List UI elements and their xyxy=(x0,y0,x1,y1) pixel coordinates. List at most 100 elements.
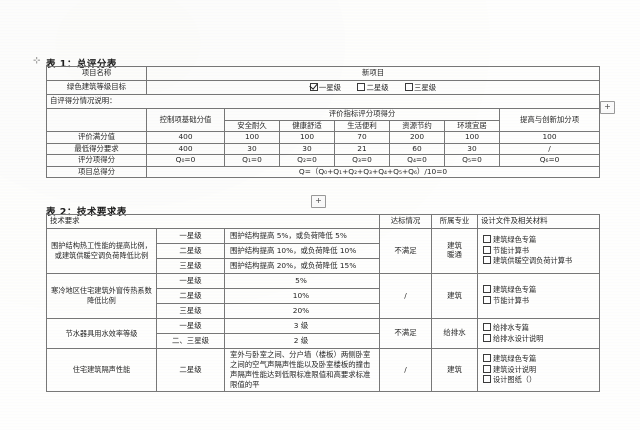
cell-control-base: 400 xyxy=(146,142,225,156)
req-desc: 10% xyxy=(224,288,380,304)
row-label-item-score: 评分项得分 xyxy=(46,154,147,167)
material-item[interactable]: 建筑绿色专篇 xyxy=(483,285,597,296)
material-item[interactable]: 节能计算书 xyxy=(483,245,597,257)
cell-value: 100 xyxy=(279,131,335,144)
checkbox-icon[interactable] xyxy=(483,296,491,304)
star-level: 一星级 xyxy=(156,228,225,244)
checkbox-icon[interactable] xyxy=(483,322,491,331)
material-label: 给排水设计说明 xyxy=(493,333,544,343)
grade-option-label: 三星级 xyxy=(413,82,437,92)
table-row: 最低得分要求 400 30 30 21 60 30 / xyxy=(46,142,601,156)
cell-value: 100 xyxy=(224,131,280,144)
major-value: 建筑 暖通 xyxy=(431,228,478,274)
cell-value: 70 xyxy=(334,131,390,144)
material-item[interactable]: 建筑绿色专篇 xyxy=(483,353,597,365)
checkbox-icon[interactable] xyxy=(483,234,491,243)
cell-value: 30 xyxy=(224,142,280,156)
material-item[interactable]: 节能计算书 xyxy=(483,296,597,307)
checkbox-icon[interactable] xyxy=(483,353,491,362)
material-label: 建筑绿色专篇 xyxy=(493,285,537,295)
row-label-full-score: 评价满分值 xyxy=(46,131,147,144)
material-label: 节能计算书 xyxy=(493,245,529,255)
star-level: 二星级 xyxy=(156,243,225,259)
star-level: 一星级 xyxy=(156,318,225,334)
cell-value: 21 xyxy=(334,142,390,156)
checkbox-icon[interactable] xyxy=(483,364,491,373)
table-move-handle-middle[interactable]: + xyxy=(311,195,326,208)
material-item[interactable]: 建筑绿色专篇 xyxy=(483,234,597,246)
header-major: 所属专业 xyxy=(431,214,478,229)
grade-option-one-star[interactable]: 一星级 xyxy=(309,82,342,92)
checkbox-checked-icon[interactable] xyxy=(309,82,318,91)
cell-bonus: / xyxy=(498,142,601,156)
cell-value: Q₂=0 xyxy=(279,154,335,167)
checkbox-icon[interactable] xyxy=(483,285,491,294)
table-move-handle-top[interactable]: + xyxy=(600,101,615,114)
table-anchor-icon: ⊹ xyxy=(33,56,41,66)
table-row: 评价满分值 400 100 100 70 200 100 100 xyxy=(46,131,601,144)
material-item[interactable]: 建筑供暖空调负荷计算书 xyxy=(483,256,597,267)
cell-control-base: 400 xyxy=(146,131,225,144)
grade-goal-label: 绿色建筑等级目标 xyxy=(46,80,147,95)
cell-value: Q₅=0 xyxy=(444,154,500,167)
star-level: 一星级 xyxy=(156,273,225,289)
project-name-value: 新项目 xyxy=(145,66,601,81)
star-level: 二星级 xyxy=(156,348,225,392)
req-name-water-efficiency: 节水器具用水效率等级 xyxy=(46,318,157,349)
material-item[interactable]: 设计图纸（） xyxy=(483,375,597,386)
table-header-row: 技术要求 达标情况 所属专业 设计文件及相关材料 xyxy=(46,214,600,229)
cell-control-base: Q₀=0 xyxy=(146,154,225,167)
cell-bonus: Q₆=0 xyxy=(498,154,601,167)
req-desc: 围护结构提高 20%，或负荷降低 15% xyxy=(224,258,380,274)
table-row: 评分项得分 Q₀=0 Q₁=0 Q₂=0 Q₃=0 Q₄=0 Q₅=0 Q₆=0 xyxy=(46,154,601,167)
major-value: 给排水 xyxy=(431,318,478,349)
self-eval-note: 自评得分情况说明： xyxy=(45,94,601,109)
row-label-min-score: 最低得分要求 xyxy=(46,142,147,156)
table-row: 寒冷地区住宅建筑外窗传热系数降低比例 一星级 5% / 建筑 建筑绿色专篇 节能… xyxy=(46,273,600,319)
material-item[interactable]: 给排水设计说明 xyxy=(483,333,597,345)
checkbox-icon[interactable] xyxy=(483,375,491,384)
checkbox-icon[interactable] xyxy=(404,82,413,91)
major-line: 暖通 xyxy=(447,250,462,259)
req-desc: 室外与卧室之间、分户墙（楼板）两侧卧室之间的空气声隔声性能以及卧室楼板的撞击声隔… xyxy=(224,348,380,392)
grade-goal-options: 一星级 二星级 三星级 xyxy=(145,80,601,95)
grade-option-label: 二星级 xyxy=(366,82,389,92)
status-value: / xyxy=(379,273,432,319)
material-label: 节能计算书 xyxy=(493,296,529,305)
status-value: 不满足 xyxy=(379,318,432,349)
header-category-environment: 环境宜居 xyxy=(444,119,500,133)
material-label: 给排水专篇 xyxy=(493,322,529,332)
checkbox-icon[interactable] xyxy=(357,82,366,91)
checkbox-icon[interactable] xyxy=(483,245,491,254)
req-desc: 5% xyxy=(224,273,380,289)
grade-option-three-star[interactable]: 三星级 xyxy=(404,82,437,92)
header-materials: 设计文件及相关材料 xyxy=(477,214,600,229)
table-row: 绿色建筑等级目标 一星级 二星级 三星级 xyxy=(46,80,601,95)
req-name-envelope-thermal: 围护结构热工性能的提高比例，或建筑供暖空调负荷降低比例 xyxy=(46,228,157,274)
material-label: 建筑绿色专篇 xyxy=(493,234,537,244)
req-name-sound-insulation: 住宅建筑隔声性能 xyxy=(46,348,157,392)
checkbox-icon[interactable] xyxy=(483,256,491,265)
cell-value: 30 xyxy=(279,142,335,156)
req-desc: 20% xyxy=(224,303,380,319)
major-line: 建筑 xyxy=(447,241,462,251)
table-row: 二星级 10% xyxy=(47,288,600,304)
cell-value: Q₃=0 xyxy=(334,154,390,167)
cell-total-formula: Q=（Q₀+Q₁+Q₂+Q₃+Q₄+Q₅+Q₆）/10=0 xyxy=(145,165,601,179)
material-item[interactable]: 给排水专篇 xyxy=(483,322,597,334)
grade-option-label: 一星级 xyxy=(318,82,342,92)
table-row: 项目名称 新项目 xyxy=(46,66,601,81)
materials-list: 建筑绿色专篇 建筑设计说明 设计图纸（） xyxy=(477,348,600,392)
material-item[interactable]: 建筑设计说明 xyxy=(483,364,597,376)
table-row: 自评得分情况说明： xyxy=(45,94,601,109)
header-status: 达标情况 xyxy=(379,214,432,229)
req-desc: 3 级 xyxy=(224,318,380,334)
header-control-base: 控制项基础分值 xyxy=(146,107,225,133)
material-label: 建筑供暖空调负荷计算书 xyxy=(493,256,573,266)
table-1-overall-score: 项目名称 新项目 绿色建筑等级目标 一星级 二星级 三星级 自评得分情况说明： … xyxy=(45,66,601,179)
cell-value: Q₄=0 xyxy=(389,154,445,167)
table-2-technical-requirements: 技术要求 达标情况 所属专业 设计文件及相关材料 围护结构热工性能的提高比例，或… xyxy=(46,214,600,392)
checkbox-icon[interactable] xyxy=(483,333,491,342)
grade-option-two-star[interactable]: 二星级 xyxy=(357,82,389,92)
cell-value: 60 xyxy=(389,142,445,156)
